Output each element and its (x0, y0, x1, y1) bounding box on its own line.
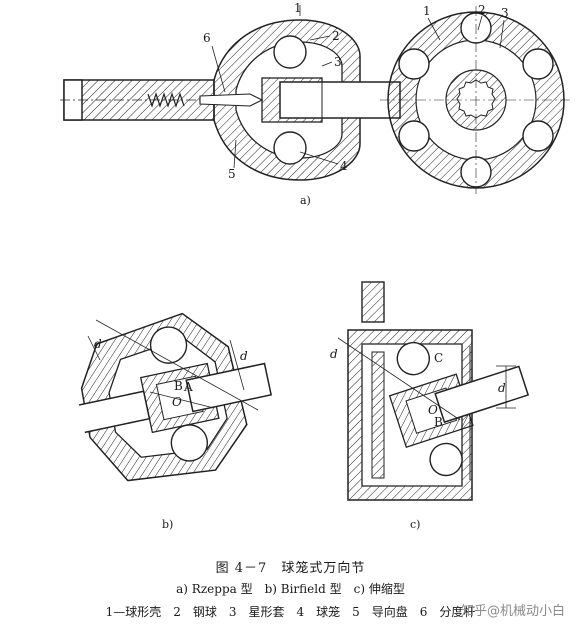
panel-a-cross-section (380, 6, 572, 194)
panel-b-d-left: d (94, 337, 102, 351)
caption-subtitle: a) Rzeppa 型 b) Birfield 型 c) 伸缩型 (176, 582, 405, 596)
callout-a-right-1: 1 (423, 4, 431, 18)
callout-a-3: 3 (334, 55, 342, 69)
panel-c-letter-b: B (434, 415, 443, 429)
panel-c-d-left: d (330, 347, 338, 361)
callout-a-6: 6 (203, 31, 211, 45)
callout-a-5: 5 (228, 167, 236, 181)
panel-a-section-view (60, 5, 401, 181)
panel-c-dimension-lines (337, 337, 516, 421)
panel-b-letter-o: O (172, 395, 182, 409)
panel-b-letter-b: B (174, 379, 183, 393)
panel-a-label: a) (300, 194, 311, 207)
callout-a-1: 1 (294, 1, 302, 15)
panel-c-letter-o: O (428, 403, 438, 417)
panel-c-letter-c: C (434, 351, 443, 365)
callout-a-4: 4 (340, 159, 348, 173)
panel-b-dimension-lines (87, 319, 259, 411)
panel-b-label: b) (162, 518, 173, 531)
panel-c-plunging (347, 281, 530, 501)
caption-title: 图 4－7 球笼式万向节 (215, 561, 366, 576)
panel-b-birfield (78, 312, 273, 482)
panel-c-label: c) (410, 518, 420, 531)
callout-a-right-3: 3 (501, 6, 509, 20)
callout-a-2: 2 (332, 29, 340, 43)
panel-c-d-right: d (498, 381, 506, 395)
panel-b-d-right: d (240, 349, 248, 363)
watermark: 知乎@机械动小白 (460, 604, 565, 619)
caption-legend: 1—球形壳 2 钢球 3 星形套 4 球笼 5 导向盘 6 分度杆 (105, 605, 476, 619)
panel-b-letter-a: A (183, 380, 193, 394)
callout-a-right-2: 2 (478, 3, 486, 17)
